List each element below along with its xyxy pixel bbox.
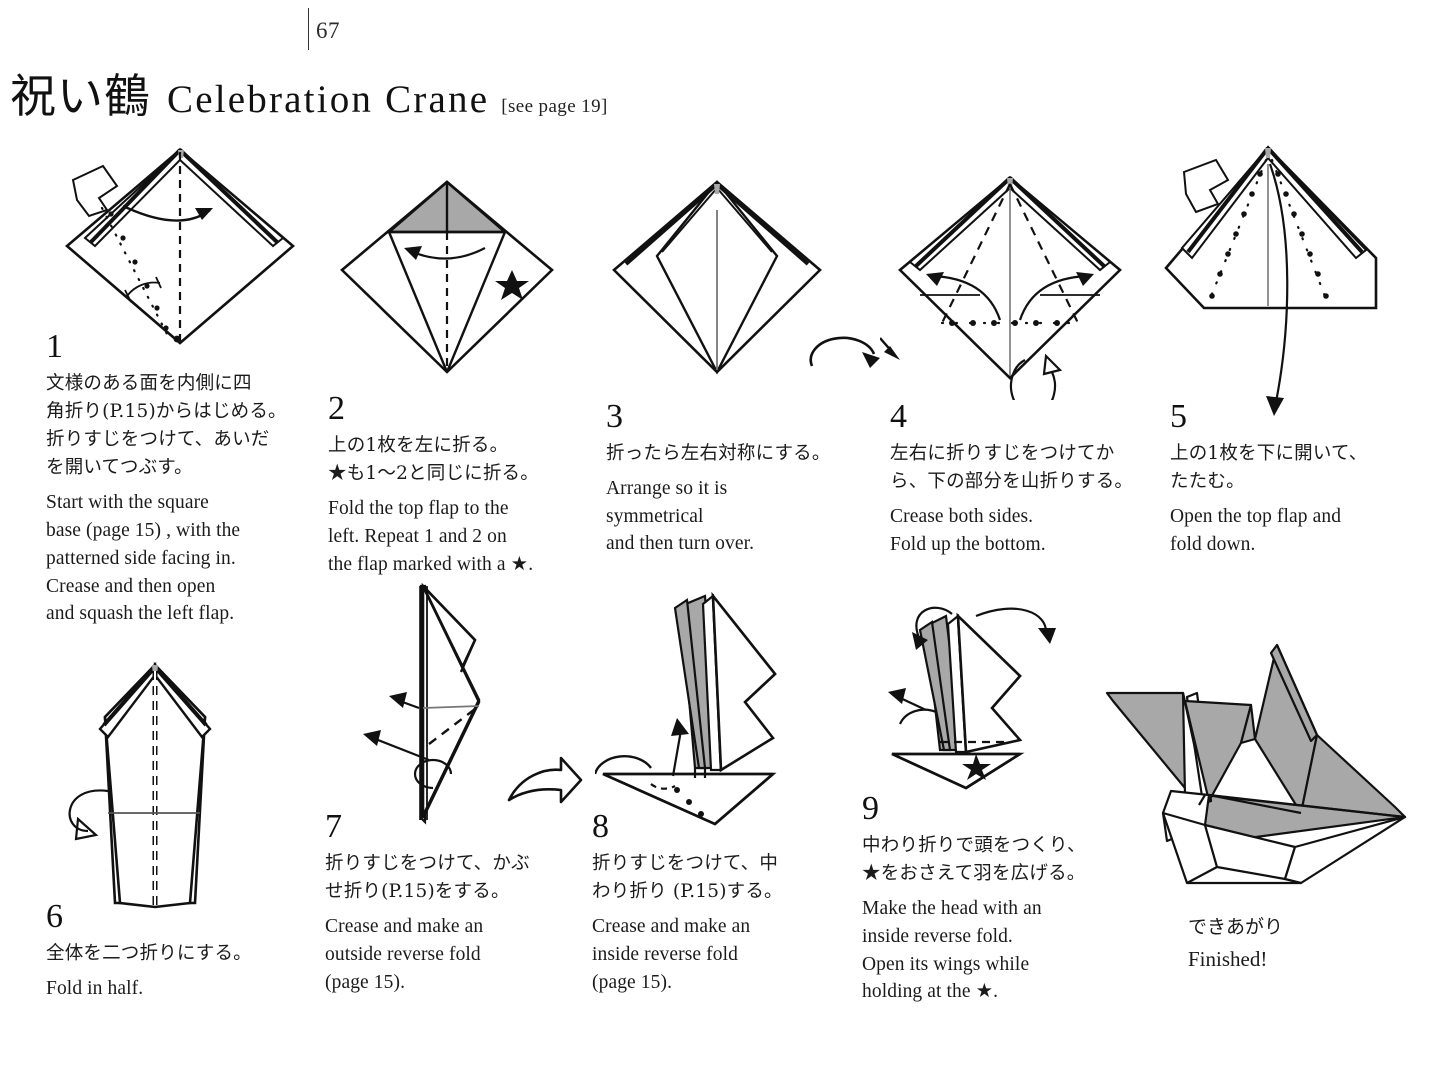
step-6: 6 全体を二つ折りにする。 Fold in half.	[46, 900, 301, 1003]
step-3: 3 折ったら左右対称にする。 Arrange so it is symmetri…	[606, 400, 856, 558]
figure-step-8	[595, 578, 830, 828]
figure-finished-crane	[1105, 635, 1435, 895]
step-6-number: 6	[46, 898, 63, 935]
figure-step-3	[600, 172, 835, 382]
step-3-number: 3	[606, 398, 623, 435]
step-9: 9 中わり折りで頭をつくり、 ★をおさえて羽を広げる。 Make the hea…	[862, 792, 1132, 1006]
step-6-english: Fold in half.	[46, 978, 144, 1000]
step-2-english: Fold the top flap to the left. Repeat 1 …	[328, 498, 534, 575]
finished-japanese: できあがり	[1188, 916, 1284, 938]
figure-step-7	[355, 578, 595, 828]
turn-over-arrow-icon	[800, 322, 900, 384]
step-8-number: 8	[592, 808, 609, 845]
step-8: 8 折りすじをつけて、中 わり折り (P.15)する。 Crease and m…	[592, 810, 842, 996]
step-4-japanese: 左右に折りすじをつけてか ら、下の部分を山折りする。	[890, 443, 1134, 493]
page-title: 祝い鶴 Celebration Crane [see page 19]	[10, 60, 608, 126]
finished-label: できあがり Finished!	[1188, 912, 1283, 972]
title-japanese: 祝い鶴	[10, 69, 151, 123]
step-9-japanese: 中わり折りで頭をつくり、 ★をおさえて羽を広げる。	[862, 835, 1086, 885]
step-5-english: Open the top flap and fold down.	[1170, 506, 1342, 555]
page-number: 67	[316, 18, 340, 43]
step-5-japanese: 上の1枚を下に開いて、 たたむ。	[1170, 443, 1368, 493]
star-marker	[495, 270, 529, 300]
step-1: 1 文様のある面を内側に四 角折り(P.15)からはじめる。 折りすじをつけて、…	[46, 330, 301, 628]
figure-step-5	[1160, 140, 1435, 425]
figure-step-2	[330, 172, 565, 382]
step-1-number: 1	[46, 328, 63, 365]
figure-step-9	[880, 600, 1110, 800]
title-page-reference: [see page 19]	[501, 96, 608, 117]
step-4: 4 左右に折りすじをつけてか ら、下の部分を山折りする。 Crease both…	[890, 400, 1155, 559]
step-7-number: 7	[325, 808, 342, 845]
star-marker	[962, 754, 991, 780]
title-english: Celebration Crane	[167, 78, 490, 121]
step-8-english: Crease and make an inside reverse fold (…	[592, 916, 751, 993]
step-5-number: 5	[1170, 398, 1187, 435]
step-4-number: 4	[890, 398, 907, 435]
step-9-number: 9	[862, 790, 879, 827]
step-7-japanese: 折りすじをつけて、かぶ せ折り(P.15)をする。	[325, 853, 530, 903]
step-1-english: Start with the square base (page 15) , w…	[46, 492, 241, 625]
figure-step-4	[880, 160, 1145, 400]
step-1-japanese: 文様のある面を内側に四 角折り(P.15)からはじめる。 折りすじをつけて、あい…	[46, 373, 287, 479]
step-9-english: Make the head with an inside reverse fol…	[862, 898, 1042, 1003]
step-2: 2 上の1枚を左に折る。 ★も1〜2と同じに折る。 Fold the top f…	[328, 392, 578, 578]
finished-english: Finished!	[1188, 947, 1268, 971]
step-8-japanese: 折りすじをつけて、中 わり折り (P.15)する。	[592, 853, 783, 903]
step-7-english: Crease and make an outside reverse fold …	[325, 916, 484, 993]
figure-step-6	[60, 655, 275, 915]
step-7: 7 折りすじをつけて、かぶ せ折り(P.15)をする。 Crease and m…	[325, 810, 575, 996]
figure-step-1	[55, 138, 305, 353]
step-3-english: Arrange so it is symmetrical and then tu…	[606, 478, 755, 555]
step-2-number: 2	[328, 390, 345, 427]
step-3-japanese: 折ったら左右対称にする。	[606, 443, 831, 464]
step-6-japanese: 全体を二つ折りにする。	[46, 943, 252, 964]
step-4-english: Crease both sides. Fold up the bottom.	[890, 506, 1046, 555]
page-number-rule	[308, 8, 309, 50]
step-2-japanese: 上の1枚を左に折る。 ★も1〜2と同じに折る。	[328, 435, 539, 485]
process-arrow-icon	[505, 752, 585, 812]
step-5: 5 上の1枚を下に開いて、 たたむ。 Open the top flap and…	[1170, 400, 1425, 559]
